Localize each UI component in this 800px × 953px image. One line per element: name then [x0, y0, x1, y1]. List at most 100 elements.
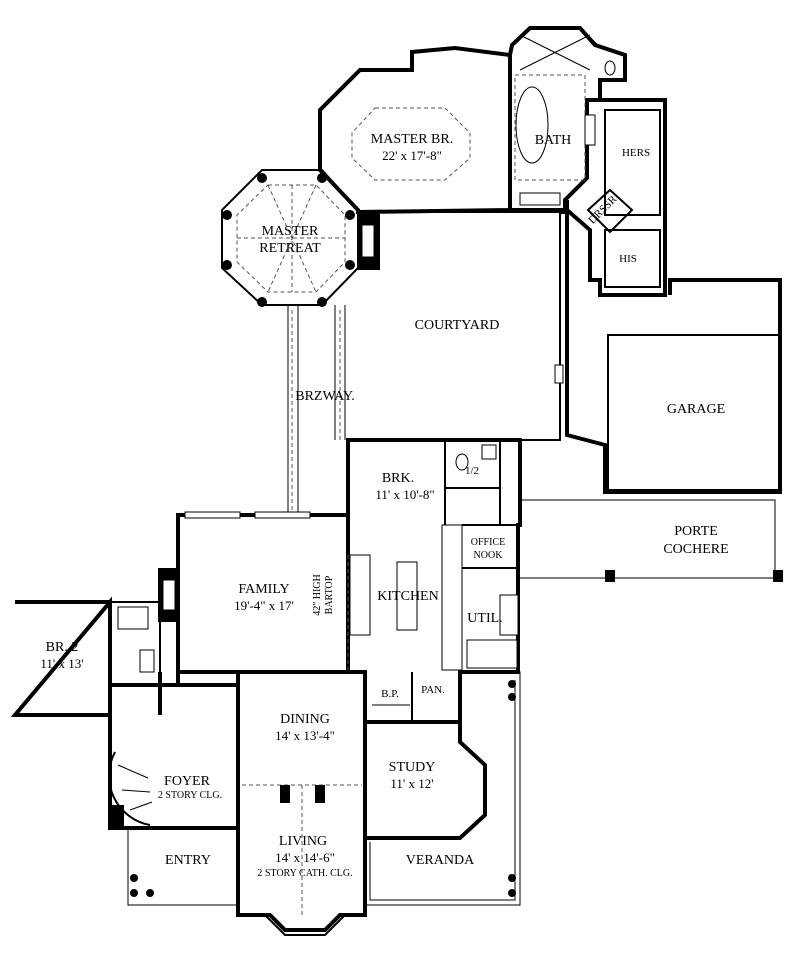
kitchen-walls — [346, 438, 522, 724]
veranda-inner — [369, 680, 516, 901]
entry-label: ENTRY — [165, 853, 211, 868]
br2-walls — [10, 596, 180, 717]
retreat-fireplace-hearth — [361, 224, 375, 258]
entry-porch — [127, 828, 238, 906]
porte-cochere-label-2: COCHERE — [663, 542, 728, 557]
office-label-1: OFFICE — [471, 537, 505, 548]
bedroom-2 — [10, 596, 180, 717]
living-dims: 14' x 14'-6" — [275, 850, 335, 865]
master-retreat-label-2: RETREAT — [259, 241, 321, 256]
br2-tub — [117, 606, 149, 630]
retreat-rib-4 — [267, 184, 317, 293]
foyer-entry — [108, 672, 238, 906]
veranda — [364, 671, 521, 906]
bath-label: BATH — [535, 133, 572, 148]
breezeway-walls — [287, 305, 346, 515]
master-retreat-label-1: MASTER — [262, 224, 319, 239]
veranda-label: VERANDA — [406, 853, 475, 868]
courtyard-gate — [554, 364, 564, 384]
hers-label: HERS — [622, 147, 650, 159]
study-dims: 11' x 12' — [390, 776, 433, 791]
garage-walls — [560, 210, 782, 494]
study — [365, 720, 487, 840]
kitchen-label: KITCHEN — [377, 589, 438, 604]
foyer-label: FOYER — [164, 774, 211, 789]
porte-cochere-label-1: PORTE — [674, 524, 718, 539]
master-bedroom-tray-ceiling — [351, 107, 471, 181]
garage — [560, 210, 782, 494]
master-retreat — [221, 169, 380, 307]
veranda-outline — [364, 671, 521, 906]
bath-bay — [511, 27, 598, 46]
family-hearth — [162, 579, 176, 611]
family-room — [158, 511, 348, 674]
porte-column-1 — [605, 570, 615, 582]
bartop-label-1: 42" HIGH — [312, 574, 323, 616]
retreat-octagon-inner — [236, 184, 346, 293]
brk-dims: 11' x 10'-8" — [375, 487, 434, 502]
bp-label: B.P. — [381, 688, 399, 700]
toilet — [604, 60, 616, 76]
bartop-label-2: BARTOP — [324, 575, 335, 614]
bartop-counter — [349, 554, 371, 636]
br2-dims: 11' x 13' — [40, 656, 83, 671]
br2-label: BR. 2 — [46, 640, 79, 655]
bath-dashed-area — [514, 74, 586, 181]
entry-columns — [130, 874, 154, 897]
stair-curve — [108, 751, 151, 826]
living-bay — [264, 914, 346, 936]
dining-dims: 14' x 13'-4" — [275, 728, 335, 743]
his-closet-inner — [604, 229, 661, 288]
foyer-walls — [108, 672, 238, 830]
dresser-box — [586, 188, 634, 234]
closet-walls — [565, 98, 667, 297]
veranda-columns — [508, 680, 516, 897]
column-1 — [280, 785, 290, 803]
garage-bay — [607, 334, 781, 491]
porte-cochere-outline — [520, 499, 776, 579]
breezeway — [287, 305, 346, 515]
dresser-label: DRSSR — [586, 193, 620, 227]
dining-label: DINING — [280, 712, 330, 727]
bath-sink-counter — [519, 192, 561, 206]
column-2 — [315, 785, 325, 803]
half-bath-sink — [481, 444, 497, 460]
bath-vanity — [584, 114, 596, 146]
util-label: UTIL. — [467, 611, 502, 626]
family-dims: 19'-4" x 17' — [234, 598, 294, 613]
bath-bay-line-2 — [519, 34, 591, 71]
master-br-label: MASTER BR. — [371, 132, 453, 147]
stair-treads — [117, 764, 153, 811]
porte-cochere — [520, 499, 783, 582]
master-suite — [318, 26, 667, 297]
dining-living — [236, 670, 367, 936]
living-note: 2 STORY CATH. CLG. — [257, 868, 352, 879]
family-window-2 — [254, 511, 311, 519]
kitchen-wing — [346, 438, 522, 724]
util-counter — [466, 639, 518, 669]
half-bath-label: 1/2 — [465, 465, 479, 477]
master-br-dims: 22' x 17'-8" — [382, 148, 442, 163]
his-label: HIS — [619, 253, 637, 265]
hers-closet-inner — [604, 109, 661, 216]
study-walls — [365, 720, 487, 840]
family-label: FAMILY — [238, 582, 289, 597]
dining-walls — [236, 670, 367, 932]
br2-bath — [110, 601, 161, 685]
retreat-columns — [222, 173, 355, 307]
family-window-1 — [184, 511, 241, 519]
master-bedroom-walls — [318, 45, 512, 215]
courtyard-label: COURTYARD — [415, 318, 500, 333]
kitchen-island — [396, 561, 418, 631]
pan-label: PAN. — [421, 684, 445, 696]
brzway-label: BRZWAY. — [295, 389, 355, 404]
office-label-2: NOOK — [474, 550, 504, 561]
half-bath-toilet — [455, 453, 469, 471]
foyer-note: 2 STORY CLG. — [158, 790, 222, 801]
stair-base — [110, 805, 124, 827]
study-label: STUDY — [389, 760, 436, 775]
living-label: LIVING — [279, 834, 327, 849]
bathtub — [515, 86, 549, 164]
br2-sink — [139, 649, 155, 673]
